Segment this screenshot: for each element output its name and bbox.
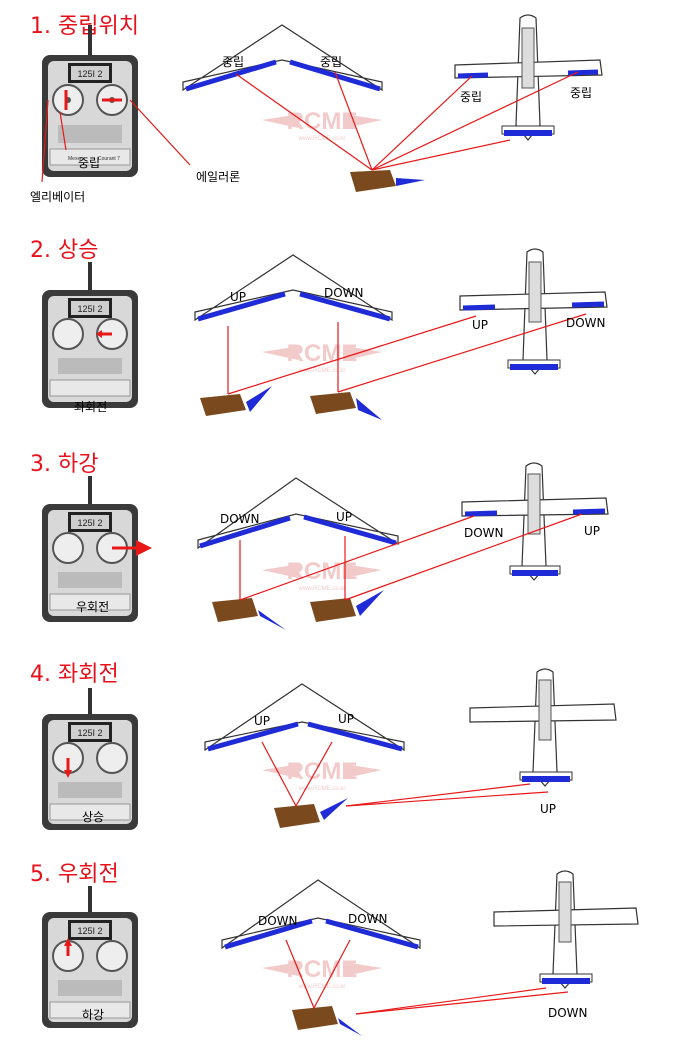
- turn-label: 상승: [82, 810, 105, 824]
- elevon-left: [185, 59, 277, 92]
- section-heading: 2. 상승: [30, 238, 99, 263]
- transmitter: 125I 2: [42, 476, 152, 622]
- aileron-label: 에일러론: [196, 170, 241, 184]
- section-4: 4. 좌회전 RCME www.RCME.co.kr 125I 2: [0, 650, 700, 850]
- watermark-text: RCME: [287, 108, 358, 135]
- svg-text:RCME: RCME: [287, 956, 358, 983]
- diagram-canvas: RCME www.RCME.co.kr 125I 2: [42, 668, 617, 830]
- plane-left-label: UP: [472, 318, 489, 332]
- svg-text:125I 2: 125I 2: [77, 518, 102, 528]
- servo-horn: [200, 386, 272, 416]
- wing-left-label: UP: [254, 714, 271, 728]
- turn-label: 하강: [82, 1008, 105, 1022]
- section-heading: 3. 하강: [30, 452, 99, 477]
- plane-tail-label: UP: [540, 802, 557, 816]
- linkage-arrows: [261, 741, 549, 807]
- wing-right-label: DOWN: [348, 912, 388, 926]
- section-2: 2. 상승 RCME www.RCME.co.kr 125I 2: [0, 222, 700, 432]
- wing-right-label: 중립: [320, 55, 343, 69]
- plane-left-label: 중립: [460, 90, 483, 104]
- svg-text:www.RCME.co.kr: www.RCME.co.kr: [298, 586, 346, 592]
- servo-horn: [212, 598, 286, 630]
- turn-label: 우회전: [76, 600, 110, 614]
- elevon-right: [289, 59, 381, 92]
- pointer-line-neutral: [59, 111, 67, 151]
- wing-right-label: DOWN: [324, 286, 364, 300]
- linkage-arrows: [227, 313, 587, 395]
- svg-text:RCME: RCME: [287, 340, 358, 367]
- servo-horn: [310, 392, 382, 420]
- elevator-label: 엘리베이터: [30, 190, 86, 204]
- aircraft-top-view: [459, 248, 608, 375]
- svg-text:125I 2: 125I 2: [77, 69, 102, 79]
- plane-right-label: UP: [584, 524, 601, 538]
- diagram-canvas: RCME www.RCME.co.kr 125I 2: [42, 870, 639, 1036]
- watermark-logo: RCME www.RCME.co.kr: [262, 108, 382, 142]
- section-heading: 5. 우회전: [30, 862, 119, 887]
- watermark-url: www.RCME.co.kr: [298, 136, 346, 142]
- section-3: 3. 하강 RCME www.RCME.co.kr 125I 2: [0, 440, 700, 650]
- svg-text:Courant 7: Courant 7: [98, 156, 120, 162]
- plane-right-label: 중립: [570, 86, 593, 100]
- aircraft-top-view: [469, 668, 617, 787]
- pointer-line-elevator: [41, 99, 49, 183]
- watermark-logo: RCME www.RCME.co.kr: [262, 758, 382, 792]
- wing-left-label: UP: [230, 290, 247, 304]
- turn-label: 좌회전: [74, 400, 108, 414]
- servo-horn: [310, 590, 384, 622]
- diagram-canvas: RCME www.RCME.co.kr 125I 2 Mexer Courant…: [41, 14, 603, 192]
- flying-wing: [194, 254, 393, 322]
- plane-tail-label: DOWN: [548, 1006, 588, 1020]
- wing-right-label: UP: [338, 712, 355, 726]
- wing-left-label: DOWN: [258, 914, 298, 928]
- servo-horn: [274, 798, 348, 828]
- neutral-label: 중립: [78, 156, 101, 170]
- aileron-right: [567, 69, 599, 76]
- transmitter: 125I 2: [42, 886, 138, 1028]
- section-heading: 1. 중립위치: [30, 14, 139, 39]
- wing-left-label: DOWN: [220, 512, 260, 526]
- svg-text:RCME: RCME: [287, 758, 358, 785]
- transmitter: 125I 2: [42, 262, 138, 408]
- plane-left-label: DOWN: [464, 526, 504, 540]
- plane-right-label: DOWN: [566, 316, 606, 330]
- flying-wing: [204, 683, 405, 752]
- flying-wing: [197, 477, 399, 550]
- linkage-arrows: [235, 71, 579, 171]
- aircraft-top-view: [454, 14, 603, 141]
- diagram-canvas: RCME www.RCME.co.kr 125I 2: [42, 462, 609, 630]
- transmitter: 125I 2: [42, 688, 138, 830]
- svg-text:125I 2: 125I 2: [77, 926, 102, 936]
- section-heading: 4. 좌회전: [30, 662, 119, 687]
- section-1: 1. 중립위치 RCME www.RCME.co.kr 125I 2 Mexer…: [0, 0, 700, 210]
- svg-text:www.RCME.co.kr: www.RCME.co.kr: [298, 786, 346, 792]
- svg-text:www.RCME.co.kr: www.RCME.co.kr: [298, 984, 346, 990]
- svg-text:Mexer: Mexer: [68, 156, 82, 162]
- linkage-arrows: [239, 513, 583, 601]
- linkage-arrows: [285, 939, 569, 1015]
- svg-text:125I 2: 125I 2: [77, 304, 102, 314]
- wing-right-label: UP: [336, 510, 353, 524]
- aileron-left: [457, 72, 489, 79]
- watermark-logo: RCME www.RCME.co.kr: [262, 956, 382, 990]
- aircraft-top-view: [461, 462, 609, 581]
- pointer-line-aileron: [129, 99, 191, 166]
- wing-left-label: 중립: [222, 55, 245, 69]
- servo-horn: [350, 170, 425, 192]
- aircraft-top-view: [493, 870, 639, 989]
- flying-wing: [221, 879, 421, 950]
- watermark-logo: RCME www.RCME.co.kr: [262, 340, 382, 374]
- flying-wing: [182, 24, 383, 92]
- svg-text:125I 2: 125I 2: [77, 728, 102, 738]
- watermark-logo: RCME www.RCME.co.kr: [262, 558, 382, 592]
- diagram-canvas: RCME www.RCME.co.kr 125I 2: [42, 248, 608, 420]
- svg-text:www.RCME.co.kr: www.RCME.co.kr: [298, 368, 346, 374]
- section-5: 5. 우회전 RCME www.RCME.co.kr 125I 2: [0, 848, 700, 1048]
- servo-horn: [292, 1006, 362, 1036]
